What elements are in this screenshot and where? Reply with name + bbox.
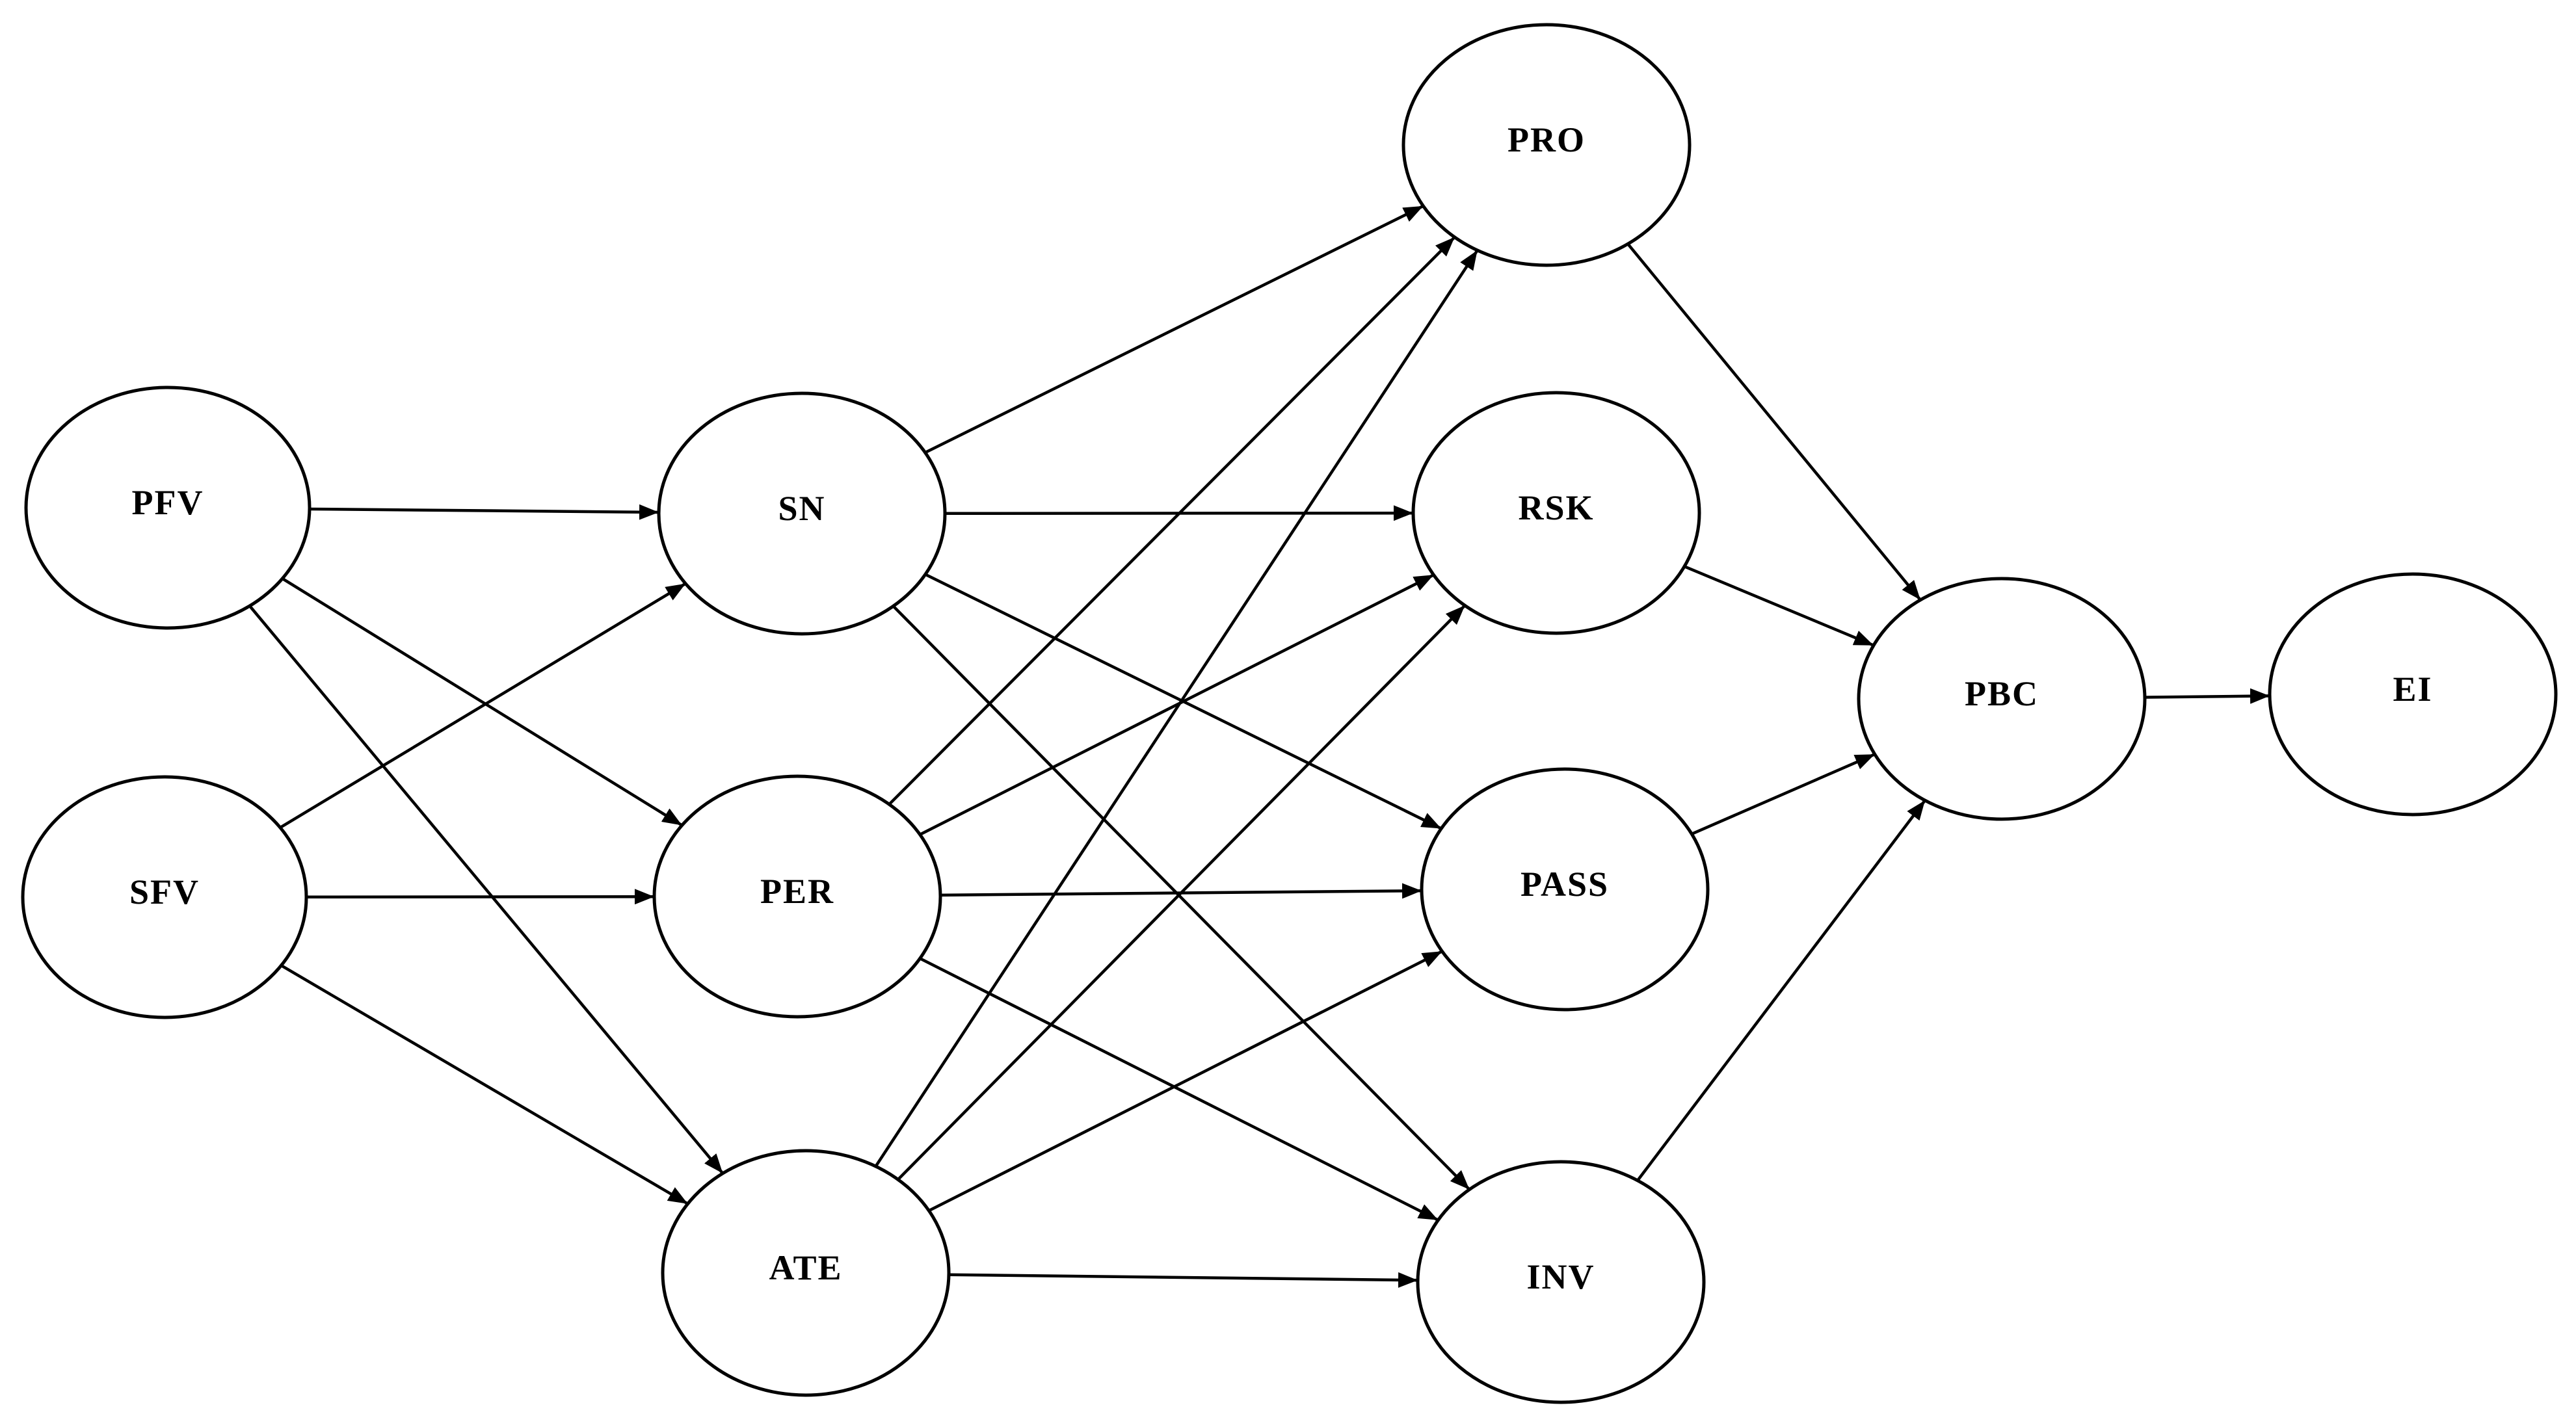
node-ellipse-sfv xyxy=(21,775,308,1019)
node-ellipse-rsk xyxy=(1411,391,1701,635)
node-rsk: RSK xyxy=(1411,391,1701,635)
edge-ate-to-inv xyxy=(948,1272,1418,1288)
edge-sn-to-inv xyxy=(892,605,1471,1191)
node-per: PER xyxy=(652,774,942,1019)
node-label-per: PER xyxy=(760,872,834,911)
node-pass: PASS xyxy=(1420,767,1710,1012)
node-label-pbc: PBC xyxy=(1965,674,2039,713)
edge-pass-to-pbc xyxy=(1691,753,1876,835)
node-label-pass: PASS xyxy=(1520,865,1609,904)
edge-pbc-to-ei xyxy=(2144,688,2270,704)
edge-inv-to-pbc xyxy=(1636,799,1926,1182)
node-ei: EI xyxy=(2268,572,2558,817)
edge-ate-to-pass xyxy=(928,950,1443,1212)
edge-sn-to-pro xyxy=(924,204,1424,454)
node-pro: PRO xyxy=(1401,23,1692,267)
edge-ate-to-pro xyxy=(874,249,1479,1168)
node-ellipse-ei xyxy=(2268,572,2558,817)
edge-pfv-to-ate xyxy=(248,605,724,1175)
node-ellipse-pbc xyxy=(1857,577,2147,821)
nodes-layer: PFV SFV SN PER ATE PRO RSK PASS INV PBC EI xyxy=(21,23,2558,1404)
node-sfv: SFV xyxy=(21,775,308,1019)
edge-pfv-to-sn xyxy=(309,504,659,520)
node-label-pro: PRO xyxy=(1507,120,1586,159)
edge-per-to-inv xyxy=(919,957,1439,1222)
edge-per-to-pro xyxy=(888,236,1456,805)
edges-layer xyxy=(248,204,2270,1288)
node-ellipse-ate xyxy=(661,1149,951,1397)
edge-sfv-to-sn xyxy=(279,582,687,829)
node-ellipse-per xyxy=(652,774,942,1019)
node-label-rsk: RSK xyxy=(1518,488,1594,527)
node-pfv: PFV xyxy=(24,386,312,630)
node-inv: INV xyxy=(1416,1160,1706,1404)
node-label-ate: ATE xyxy=(769,1248,842,1287)
node-pbc: PBC xyxy=(1857,577,2147,821)
node-label-ei: EI xyxy=(2393,670,2432,709)
node-ellipse-pro xyxy=(1401,23,1692,267)
edge-ate-to-rsk xyxy=(897,604,1467,1181)
node-ate: ATE xyxy=(661,1149,951,1397)
edge-per-to-rsk xyxy=(919,573,1435,836)
node-ellipse-sn xyxy=(657,391,947,636)
node-label-inv: INV xyxy=(1526,1257,1595,1296)
edge-pfv-to-per xyxy=(282,577,683,827)
node-ellipse-pfv xyxy=(24,386,312,630)
node-ellipse-pass xyxy=(1420,767,1710,1012)
edge-sfv-to-ate xyxy=(280,964,689,1205)
node-sn: SN xyxy=(657,391,947,636)
edge-rsk-to-pbc xyxy=(1684,565,1874,647)
edge-pro-to-pbc xyxy=(1627,242,1922,601)
node-label-sn: SN xyxy=(778,489,825,528)
node-ellipse-inv xyxy=(1416,1160,1706,1404)
node-label-pfv: PFV xyxy=(132,483,204,522)
node-label-sfv: SFV xyxy=(129,872,200,911)
